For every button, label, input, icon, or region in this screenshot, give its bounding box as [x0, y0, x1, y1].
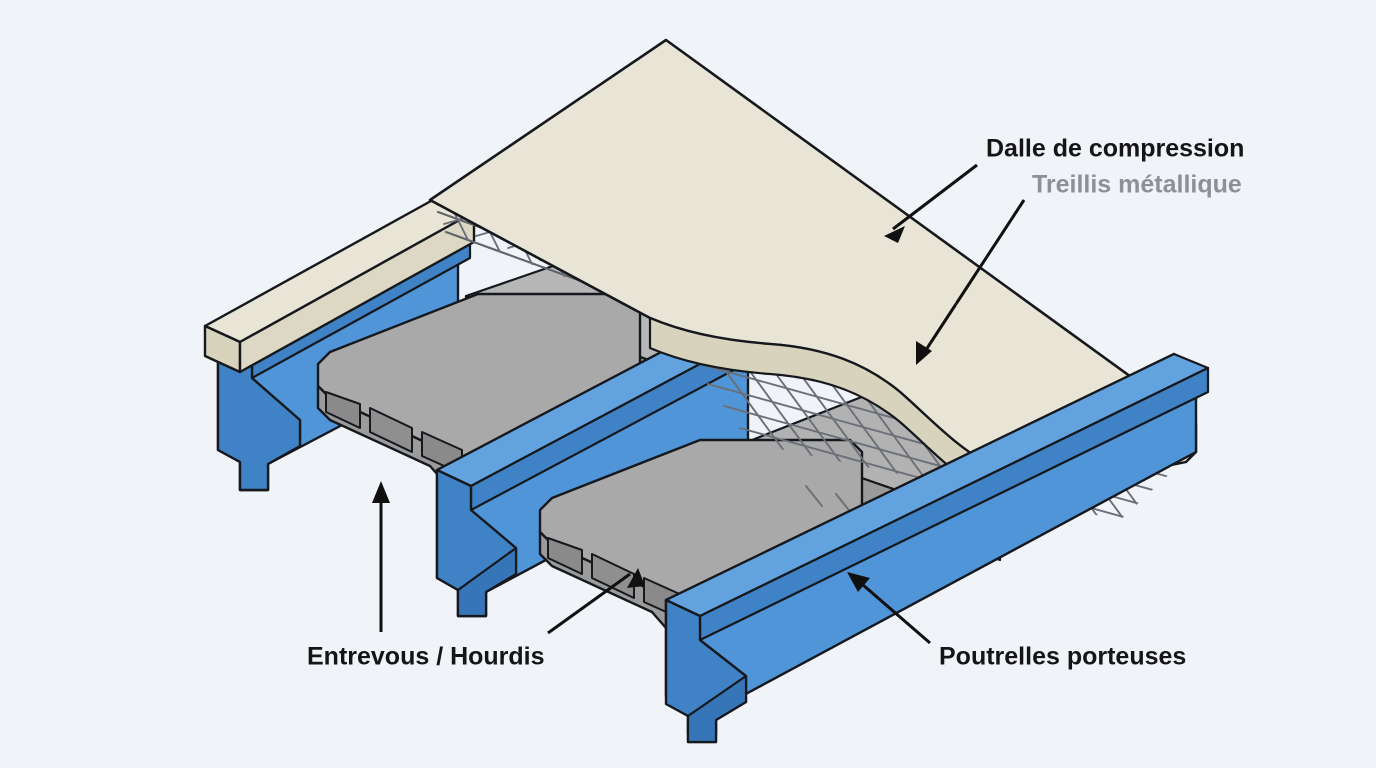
leader-entrevous-hourdis-2 [547, 568, 645, 635]
leader-entrevous-hourdis [372, 481, 390, 632]
leader-poutrelles-porteuses [847, 572, 931, 645]
labels: Dalle de compression Treillis métallique… [307, 135, 1244, 671]
leader-treillis-metallique [916, 199, 1026, 365]
leader-dalle-de-compression [884, 163, 978, 243]
label-treillis-metallique: Treillis métallique [1032, 171, 1242, 199]
label-poutrelles-porteuses: Poutrelles porteuses [939, 643, 1186, 671]
label-entrevous-hourdis: Entrevous / Hourdis [307, 643, 545, 671]
dalle-cut-thickness [648, 316, 1002, 502]
label-dalle-de-compression: Dalle de compression [986, 135, 1244, 163]
poutrelle-front [664, 352, 1210, 744]
poutrelle-front-flange [686, 674, 748, 744]
poutrelle-middle-flange [456, 546, 518, 618]
poutrelle-back-end [216, 335, 302, 492]
floor-assembly [203, 38, 1210, 744]
leader-lines [372, 163, 1026, 645]
